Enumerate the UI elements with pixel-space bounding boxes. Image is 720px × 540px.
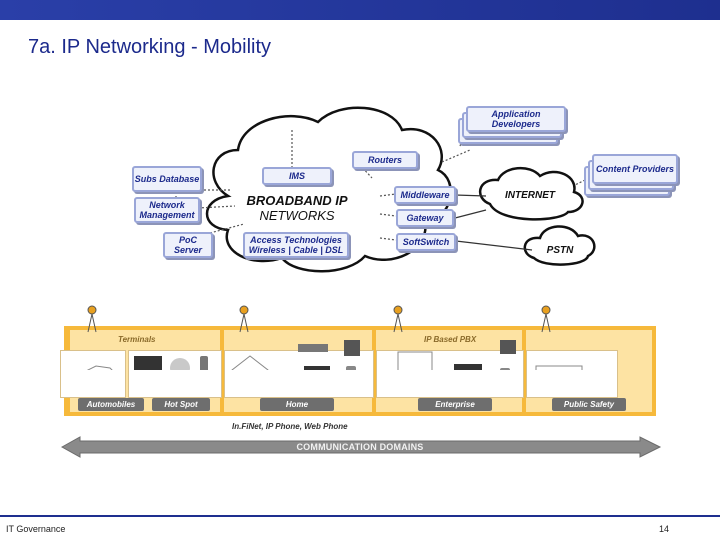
footer-org: IT Governance	[6, 524, 66, 534]
middleware-box: Middleware	[394, 186, 456, 204]
network-management-box: Network Management	[134, 197, 200, 223]
page-number: 14	[659, 524, 670, 534]
access-technologies-line2: Wireless | Cable | DSL	[248, 245, 344, 255]
access-technologies-line1: Access Technologies	[250, 235, 342, 245]
softswitch-box: SoftSwitch	[396, 233, 456, 251]
top-title-bar	[0, 0, 720, 20]
automobiles-label: Automobiles	[78, 398, 144, 411]
home-label: Home	[260, 398, 334, 411]
footer-divider	[0, 515, 720, 517]
house-icon	[231, 355, 269, 370]
broadband-title-2: NETWORKS	[259, 208, 335, 223]
subs-database-box: Subs Database	[132, 166, 202, 192]
access-technologies-box: Access Technologies Wireless | Cable | D…	[243, 232, 349, 258]
ribbon-text: In.FiNet, IP Phone, Web Phone	[232, 422, 348, 431]
desk-phone-icon	[304, 366, 330, 370]
ims-box: IMS	[262, 167, 332, 185]
pstn-label: PSTN	[546, 245, 574, 256]
internet-cloud	[478, 167, 584, 221]
application-developers-box: Application Developers	[466, 106, 566, 132]
device-illustrations	[86, 305, 583, 370]
automobiles-panel	[60, 350, 126, 398]
pstn-cloud	[523, 225, 596, 266]
routers-box: Routers	[352, 151, 418, 169]
communication-domains-label: COMMUNICATION DOMAINS	[296, 442, 424, 452]
tower-icons	[87, 305, 551, 333]
slide-title: 7a. IP Networking - Mobility	[28, 36, 272, 58]
gateway-box: Gateway	[396, 209, 454, 227]
enterprise-phone-icon	[454, 364, 482, 370]
router-icon	[298, 344, 328, 352]
pbx-icon	[397, 351, 433, 370]
laptop-icon	[134, 356, 162, 370]
public-safety-panel	[526, 350, 618, 398]
poc-server-box: PoC Server	[163, 232, 213, 258]
car-icon	[86, 365, 113, 370]
internet-label: INTERNET	[505, 190, 555, 201]
broadband-title-1: BROADBAND IP	[246, 193, 348, 208]
ip-pbx-title: IP Based PBX	[424, 335, 477, 344]
pc-icon	[344, 340, 360, 356]
public-safety-label: Public Safety	[552, 398, 626, 411]
enterprise-label: Enterprise	[418, 398, 492, 411]
plane-icon	[170, 358, 190, 370]
content-providers-box: Content Providers	[592, 154, 678, 184]
communication-domains-arrow	[60, 436, 662, 458]
truck-icon	[535, 365, 583, 370]
terminals-title: Terminals	[118, 335, 156, 344]
mobile-phone-icon	[200, 356, 208, 370]
network-diagram	[175, 106, 596, 273]
hot-spot-label: Hot Spot	[152, 398, 210, 411]
